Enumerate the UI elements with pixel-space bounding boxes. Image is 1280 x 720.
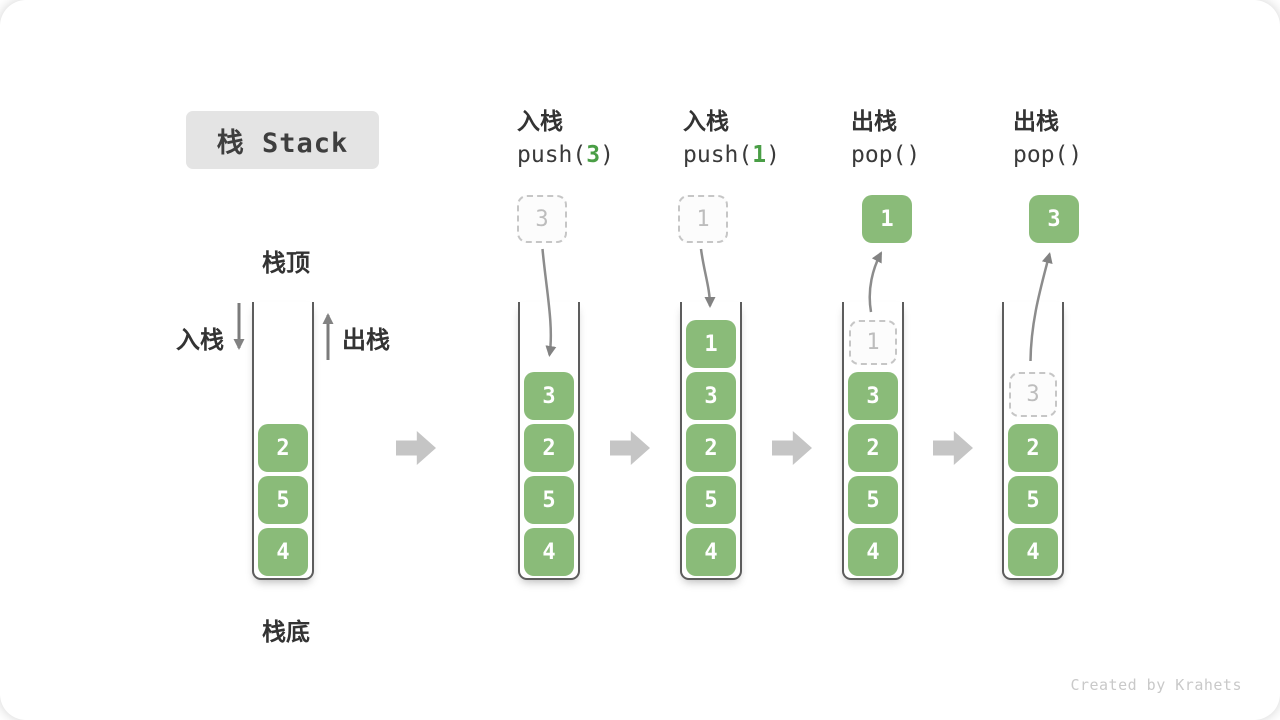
- stack-cell-removed: 1: [849, 320, 897, 365]
- code-text: pop(): [851, 142, 921, 168]
- diagram-title: 栈 Stack: [216, 127, 349, 159]
- stack-cell: 4: [1008, 528, 1058, 576]
- op-code: pop(): [1013, 142, 1082, 168]
- code-text: push(: [683, 142, 753, 168]
- stack-cell: 3: [524, 372, 574, 420]
- code-arg: 3: [586, 142, 601, 168]
- incoming-value-box: 3: [517, 195, 567, 243]
- stack-cell: 4: [848, 528, 898, 576]
- op-code: push(1): [683, 142, 780, 168]
- stack-cell: 5: [686, 476, 736, 524]
- stack-state-after-push-3: 3 2 5 4: [518, 302, 580, 580]
- op-code: push(3): [517, 142, 614, 168]
- incoming-value-box: 1: [678, 195, 728, 243]
- op-header-pop-1: 出栈 pop(): [851, 108, 920, 168]
- stack-state-after-pop-3: 3 2 5 4: [1002, 302, 1064, 580]
- stack-cell: 2: [686, 424, 736, 472]
- code-text: ): [600, 142, 614, 168]
- flow-arrow-icon: [933, 431, 973, 465]
- push-curve-arrow-icon: [699, 248, 716, 308]
- push-direction-label: 入栈: [176, 327, 224, 354]
- stack-state-initial: 2 5 4: [252, 302, 314, 580]
- stack-state-after-pop-1: 1 3 2 5 4: [842, 302, 904, 580]
- code-text: pop(): [1013, 142, 1083, 168]
- pop-direction-label: 出栈: [342, 327, 390, 354]
- op-header-pop-3: 出栈 pop(): [1013, 108, 1082, 168]
- op-label: 出栈: [1013, 108, 1059, 134]
- op-label: 入栈: [683, 108, 729, 134]
- code-arg: 1: [752, 142, 767, 168]
- op-label: 出栈: [851, 108, 897, 134]
- popped-value-box: 1: [862, 195, 912, 243]
- stack-cell: 4: [686, 528, 736, 576]
- stack-cell: 2: [848, 424, 898, 472]
- stack-cell: 2: [258, 424, 308, 472]
- stack-cell: 5: [1008, 476, 1058, 524]
- stack-cell: 5: [524, 476, 574, 524]
- stack-cell: 4: [524, 528, 574, 576]
- code-text: ): [766, 142, 780, 168]
- stack-cell-removed: 3: [1009, 372, 1057, 417]
- stack-cell: 2: [1008, 424, 1058, 472]
- stack-state-after-push-1: 1 3 2 5 4: [680, 302, 742, 580]
- stack-cell: 5: [848, 476, 898, 524]
- stack-cell: 4: [258, 528, 308, 576]
- stack-cell: 5: [258, 476, 308, 524]
- stack-cell: 3: [848, 372, 898, 420]
- stack-cell: 3: [686, 372, 736, 420]
- popped-value-box: 3: [1029, 195, 1079, 243]
- diagram-title-badge: 栈 Stack: [186, 111, 379, 169]
- code-text: push(: [517, 142, 587, 168]
- op-code: pop(): [851, 142, 920, 168]
- stack-top-label: 栈顶: [262, 250, 310, 277]
- flow-arrow-icon: [772, 431, 812, 465]
- flow-arrow-icon: [396, 431, 436, 465]
- flow-arrow-icon: [610, 431, 650, 465]
- stack-cell: 1: [686, 320, 736, 368]
- op-header-push-3: 入栈 push(3): [517, 108, 614, 168]
- stack-cell: 2: [524, 424, 574, 472]
- stack-bottom-label: 栈底: [262, 619, 310, 646]
- op-header-push-1: 入栈 push(1): [683, 108, 780, 168]
- op-label: 入栈: [517, 108, 563, 134]
- watermark: Created by Krahets: [1070, 676, 1242, 694]
